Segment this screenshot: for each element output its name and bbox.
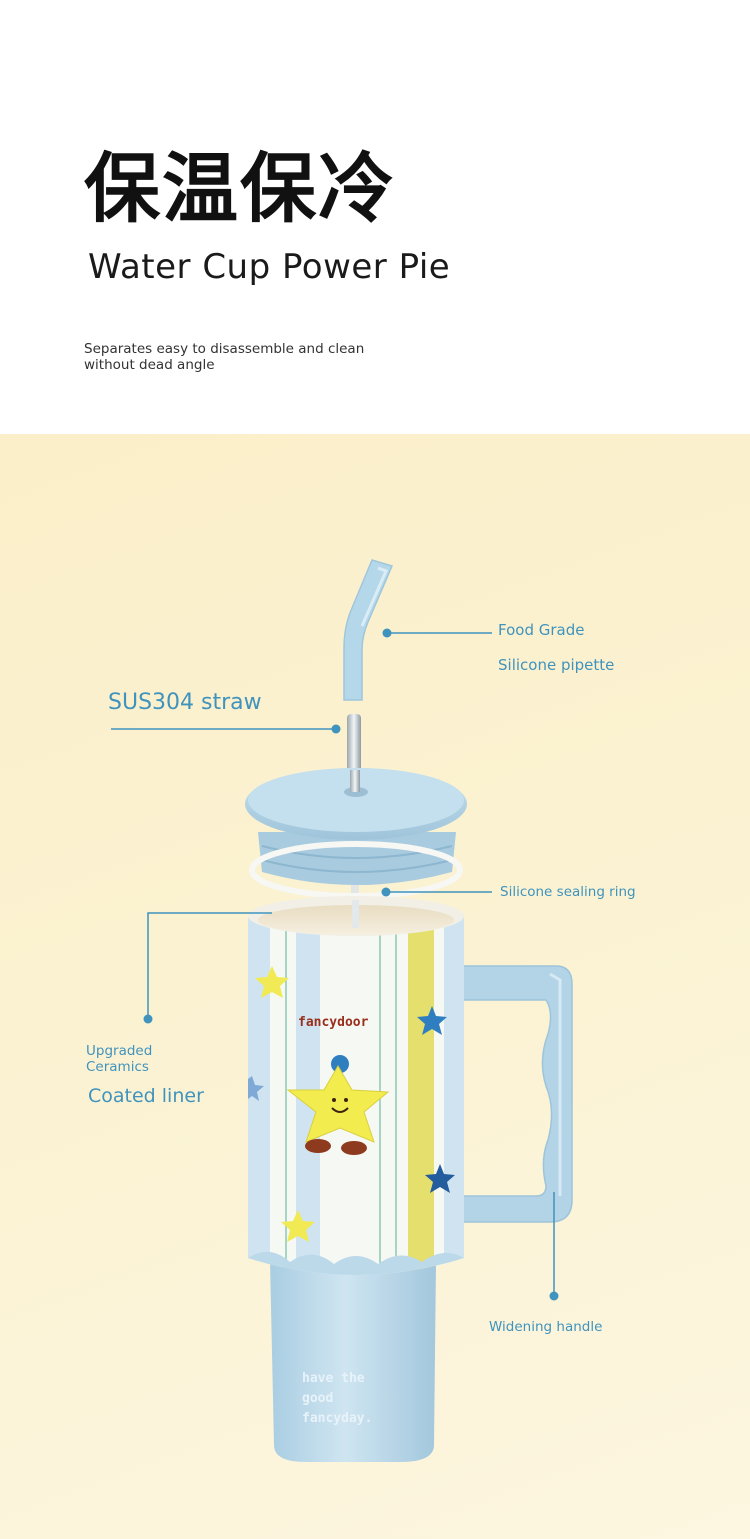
page-subtitle: Water Cup Power Pie xyxy=(88,247,451,287)
slogan-line-3: fancyday. xyxy=(302,1411,372,1426)
page-title: 保温保冷 xyxy=(84,144,396,233)
callout-widening-handle: Widening handle xyxy=(489,1319,603,1335)
lid xyxy=(245,768,467,885)
callout-sealing-ring: Silicone sealing ring xyxy=(500,884,636,900)
description-line-2: without dead angle xyxy=(84,357,215,373)
star-character xyxy=(286,1055,390,1155)
cup-base: have the good fancyday. xyxy=(270,1260,436,1462)
callout-upgraded: Upgraded xyxy=(86,1043,153,1059)
description: Separates easy to disassemble and clean … xyxy=(84,341,384,373)
silicone-pipette xyxy=(343,559,394,701)
callout-coated-liner: Coated liner xyxy=(88,1085,204,1107)
slogan-line-2: good xyxy=(302,1391,333,1406)
callout-silicone-pipette: Silicone pipette xyxy=(498,656,615,674)
cup-brand: fancydoor xyxy=(298,1015,369,1030)
description-line-1: Separates easy to disassemble and clean xyxy=(84,341,365,357)
slogan-line-1: have the xyxy=(302,1371,365,1386)
product-illustration: have the good fancyday. fancydoor xyxy=(245,559,573,1462)
header-section: 保温保冷 Water Cup Power Pie Separates easy … xyxy=(0,0,750,434)
callout-sus304-straw: SUS304 straw xyxy=(108,690,262,715)
callout-food-grade: Food Grade xyxy=(498,621,585,639)
callout-ceramics: Ceramics xyxy=(86,1059,149,1075)
cup-body: fancydoor xyxy=(248,896,464,1275)
cup-handle xyxy=(461,965,573,1223)
